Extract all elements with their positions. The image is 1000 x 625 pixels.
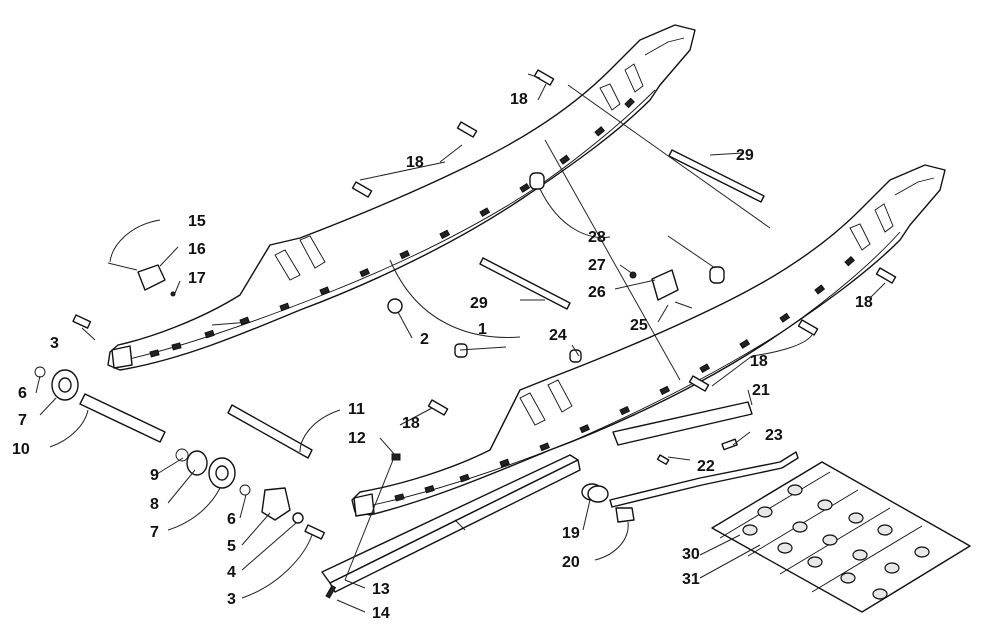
callout-labels-extra: 12 13 14 bbox=[348, 430, 390, 622]
wheel-5 bbox=[261, 487, 291, 521]
callout-25: 25 bbox=[630, 317, 648, 334]
callout-14-num: 14 bbox=[372, 605, 390, 622]
callout-21: 21 bbox=[752, 382, 770, 399]
spacer-28a bbox=[529, 172, 545, 190]
stopper-16 bbox=[107, 262, 693, 461]
callout-18-mid: 18 bbox=[750, 353, 768, 370]
bushing-24 bbox=[569, 349, 582, 363]
right-rail bbox=[351, 164, 946, 517]
callout-19: 19 bbox=[562, 525, 580, 542]
callout-10: 10 bbox=[12, 441, 30, 458]
callout-3-bottom: 3 bbox=[227, 591, 236, 608]
callout-8: 8 bbox=[150, 496, 159, 513]
bushing-2 bbox=[454, 343, 468, 358]
cap-20 bbox=[615, 507, 635, 523]
bolts-18 bbox=[351, 69, 897, 416]
callout-1: 1 bbox=[478, 321, 487, 338]
callout-4: 4 bbox=[227, 564, 236, 581]
callout-18-low: 18 bbox=[402, 415, 420, 432]
callout-6-left: 6 bbox=[18, 385, 27, 402]
callout-11: 11 bbox=[348, 401, 365, 418]
callout-20: 20 bbox=[562, 554, 580, 571]
track-section bbox=[711, 461, 971, 613]
callout-31: 31 bbox=[682, 571, 700, 588]
arm-21-22 bbox=[609, 401, 799, 508]
slide-rail-13 bbox=[321, 454, 581, 599]
spring-19 bbox=[581, 483, 635, 523]
callout-2: 2 bbox=[420, 331, 429, 348]
left-rail bbox=[107, 24, 696, 371]
callout-29-top: 29 bbox=[736, 147, 754, 164]
callout-13-num: 13 bbox=[372, 581, 390, 598]
callout-29-mid: 29 bbox=[470, 295, 488, 312]
callout-labels: 18 18 29 28 27 26 25 29 1 2 24 18 18 21 … bbox=[12, 91, 873, 608]
callout-28: 28 bbox=[588, 229, 606, 246]
callout-7-right: 7 bbox=[150, 524, 159, 541]
washer-2 bbox=[387, 298, 403, 314]
callout-16: 16 bbox=[188, 241, 206, 258]
cross-shafts bbox=[79, 149, 765, 459]
callout-23: 23 bbox=[765, 427, 783, 444]
callout-22: 22 bbox=[697, 458, 715, 475]
callout-15: 15 bbox=[188, 213, 206, 230]
stopper-26 bbox=[651, 269, 679, 301]
callout-7-left: 7 bbox=[18, 412, 27, 429]
callout-6-right: 6 bbox=[227, 511, 236, 528]
leader-lines bbox=[35, 73, 886, 613]
callout-18-right: 18 bbox=[855, 294, 873, 311]
callout-9: 9 bbox=[150, 467, 159, 484]
callout-18-top: 18 bbox=[510, 91, 528, 108]
callout-27: 27 bbox=[588, 257, 606, 274]
spacer-28b bbox=[709, 266, 725, 284]
callout-30: 30 bbox=[682, 546, 700, 563]
callout-18-upper: 18 bbox=[406, 154, 424, 171]
callout-17: 17 bbox=[188, 270, 206, 287]
callout-24: 24 bbox=[549, 327, 567, 344]
callout-3-top: 3 bbox=[50, 335, 59, 352]
callout-12-num: 12 bbox=[348, 430, 366, 447]
callout-5: 5 bbox=[227, 538, 236, 555]
callout-26: 26 bbox=[588, 284, 606, 301]
front-axle-parts bbox=[34, 314, 326, 540]
